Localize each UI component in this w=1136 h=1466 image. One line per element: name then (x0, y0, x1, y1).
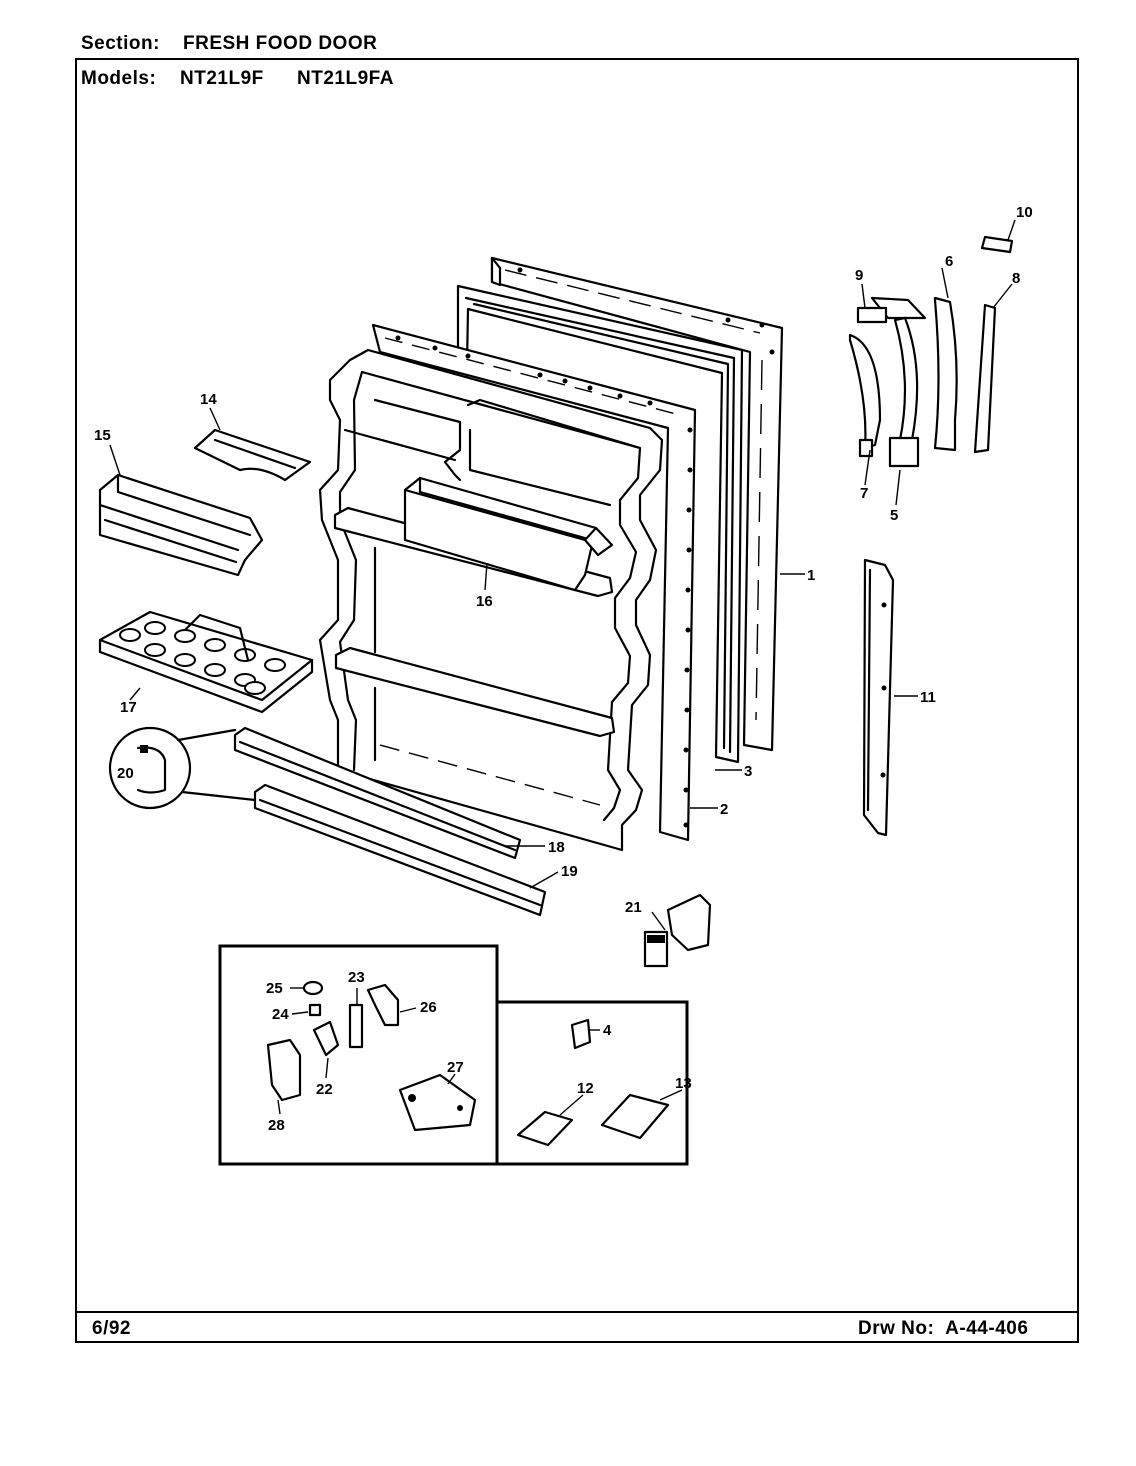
door-trim-strip-upper (233, 726, 522, 860)
callout-12: 12 (577, 1080, 594, 1097)
callout-20: 20 (117, 765, 134, 782)
door-stop-bracket (643, 893, 712, 968)
callout-14: 14 (200, 391, 217, 408)
callout-21: 21 (625, 899, 642, 916)
callout-17: 17 (120, 699, 137, 716)
callout-leaders (109, 219, 1016, 1116)
drawing-frame (75, 58, 1079, 1343)
callout-22: 22 (316, 1081, 333, 1098)
callout-10: 10 (1016, 204, 1033, 221)
callout-28: 28 (268, 1117, 285, 1134)
butter-compartment-lid (193, 428, 312, 482)
detail-magnifier (108, 726, 257, 810)
callout-4: 4 (603, 1022, 612, 1039)
door-liner (371, 323, 697, 842)
callout-16: 16 (476, 593, 493, 610)
model-number-1: NT21L9F (180, 68, 264, 89)
footer-divider (75, 1311, 1079, 1313)
callout-1: 1 (807, 567, 815, 584)
drawing-number: Drw No: A-44-406 (858, 1318, 1029, 1339)
hinge-cover-strip (862, 558, 895, 837)
section-label: Section: (81, 33, 160, 54)
model-number-2: NT21L9FA (297, 68, 394, 89)
callout-27: 27 (447, 1059, 464, 1076)
section-title: FRESH FOOD DOOR (183, 33, 378, 54)
callout-19: 19 (561, 863, 578, 880)
callout-6: 6 (945, 253, 953, 270)
callout-26: 26 (420, 999, 437, 1016)
door-bin-on-shelf (403, 476, 614, 592)
callout-8: 8 (1012, 270, 1020, 287)
models-label: Models: (81, 68, 157, 89)
callout-9: 9 (855, 267, 863, 284)
callout-13: 13 (675, 1075, 692, 1092)
callout-24: 24 (272, 1006, 289, 1023)
callout-7: 7 (860, 485, 868, 502)
callout-23: 23 (348, 969, 365, 986)
misc-parts-inset (495, 1000, 689, 1166)
drawing-date: 6/92 (92, 1318, 131, 1339)
callout-2: 2 (720, 801, 728, 818)
callout-numbers: 1 2 3 4 5 6 7 8 9 10 11 12 13 14 15 16 1… (94, 204, 1033, 1134)
outer-door-panel (490, 256, 784, 752)
egg-tray (98, 610, 314, 714)
callout-5: 5 (890, 507, 898, 524)
door-bin (98, 473, 264, 577)
handle-assembly (848, 235, 1014, 468)
door-trim-strip-lower (253, 783, 547, 917)
callout-11: 11 (920, 689, 936, 706)
callout-3: 3 (744, 763, 752, 780)
callout-15: 15 (94, 427, 111, 444)
callout-25: 25 (266, 980, 283, 997)
callout-18: 18 (548, 839, 565, 856)
